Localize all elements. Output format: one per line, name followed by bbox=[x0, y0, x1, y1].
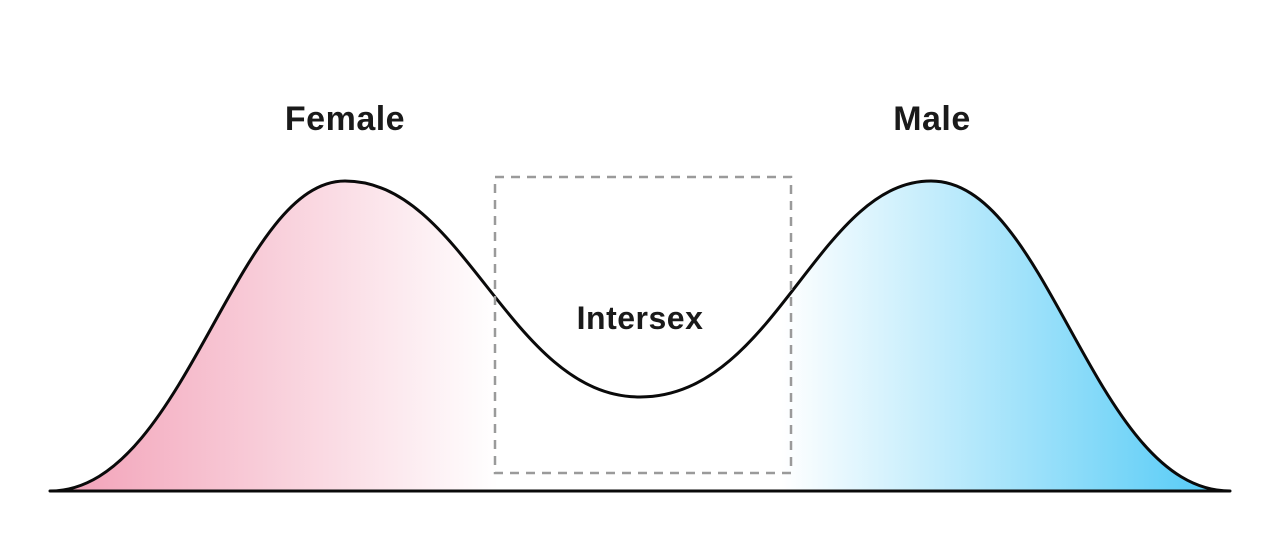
male-label: Male bbox=[893, 100, 971, 138]
bimodal-curve bbox=[48, 179, 1232, 493]
intersex-label: Intersex bbox=[576, 300, 704, 336]
female-label: Female bbox=[284, 100, 406, 138]
intersex-dashed-box bbox=[493, 175, 793, 475]
